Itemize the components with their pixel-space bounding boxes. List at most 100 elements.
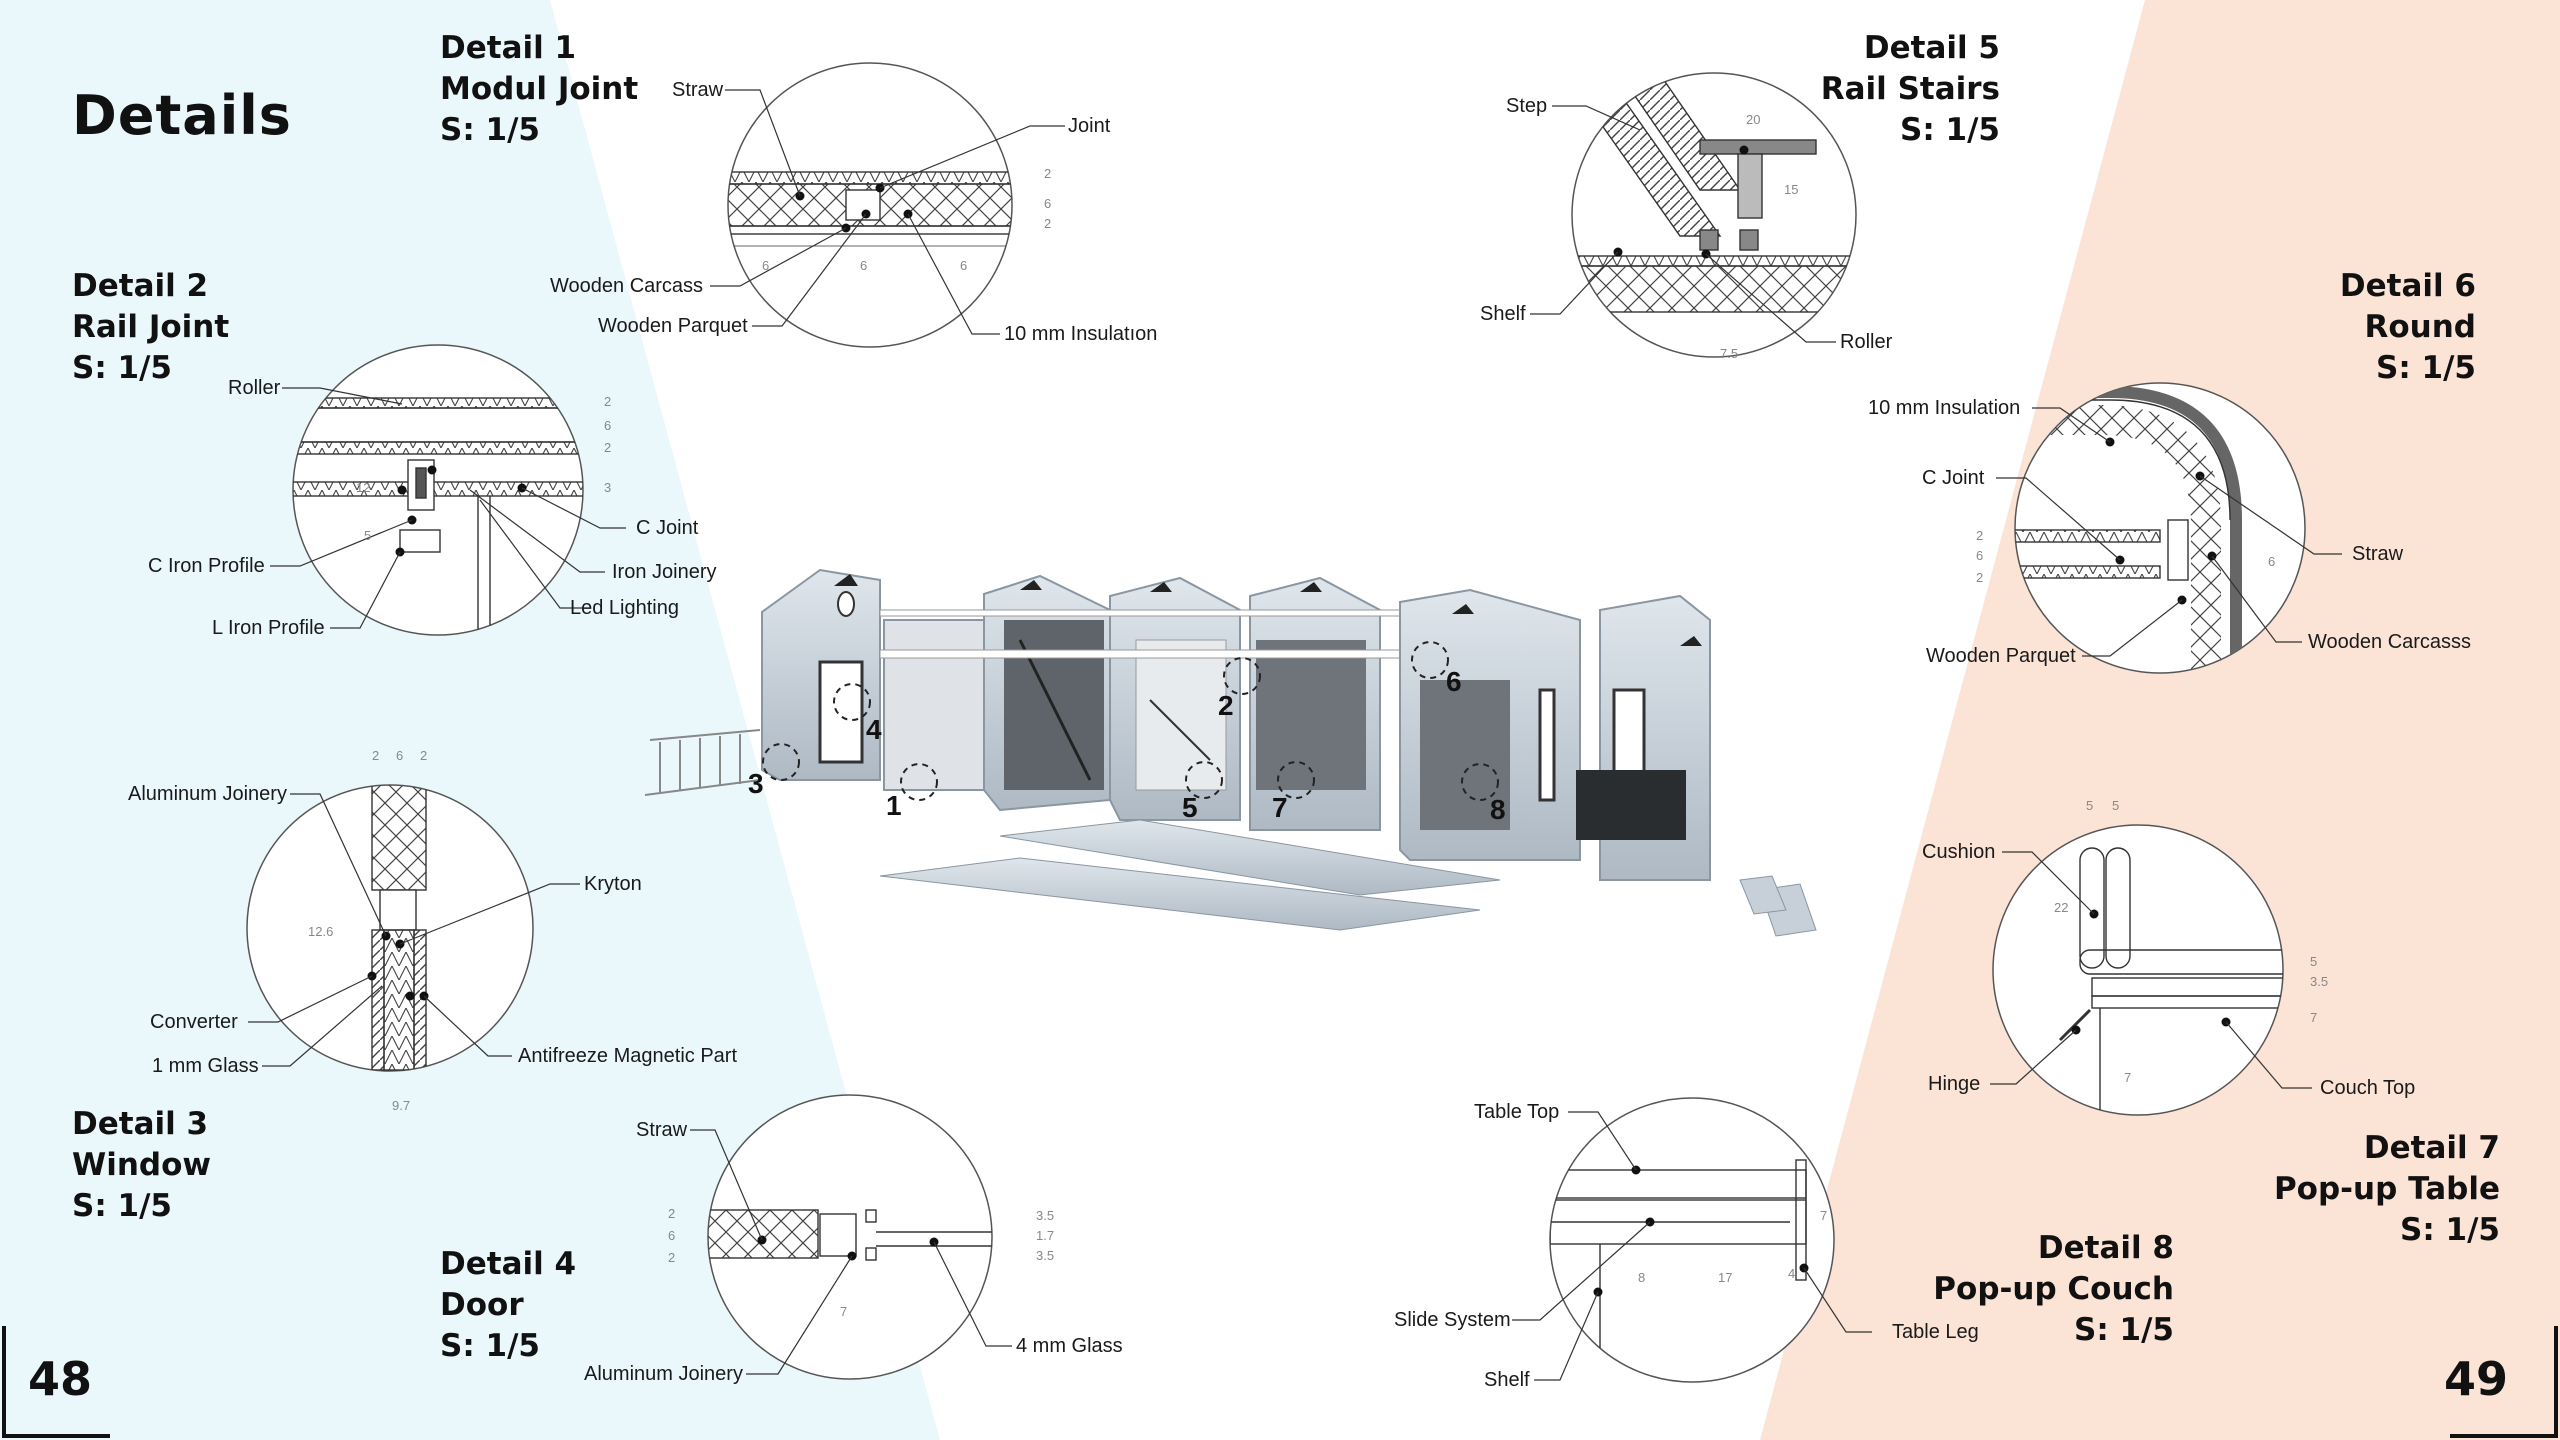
d6-dim-c: 2	[1976, 570, 1983, 585]
d3-dim-a: 2	[372, 748, 379, 763]
d6-dim-b: 6	[1976, 548, 1983, 563]
detail-3-scale: S: 1/5	[72, 1188, 172, 1224]
d4-label-aluminum-joinery: Aluminum Joinery	[584, 1363, 743, 1385]
callout-2: 2	[1218, 690, 1234, 721]
d7-dim-f: 7	[2310, 1010, 2317, 1025]
d5-label-shelf: Shelf	[1480, 303, 1526, 325]
callout-4: 4	[866, 714, 882, 745]
d2-label-roller: Roller	[228, 377, 281, 399]
detail-4-drawing	[690, 1094, 1012, 1380]
d7-label-hinge: Hinge	[1928, 1073, 1981, 1095]
d7-label-couch-top: Couch Top	[2320, 1077, 2416, 1099]
detail-6-name: Detail 6	[2339, 268, 2476, 304]
detail-3-title: Window	[72, 1147, 212, 1183]
detail-4-scale: S: 1/5	[440, 1328, 540, 1364]
d8-label-shelf: Shelf	[1484, 1369, 1530, 1391]
detail-1-title-block: Detail 1 Modul Joint S: 1/5	[440, 28, 638, 151]
page-title: Details	[72, 84, 292, 147]
detail-1-dims: 6 6 6 2 6 2	[762, 166, 1051, 273]
detail-1-title: Modul Joint	[440, 71, 639, 107]
detail-7-drawing	[1990, 824, 2312, 1116]
detail-8-drawing	[1512, 1097, 1872, 1383]
d2-dim-d: 3	[604, 480, 611, 495]
d3-label-aluminum-joinery: Aluminum Joinery	[128, 783, 287, 805]
detail-4-title: Door	[440, 1287, 524, 1323]
detail-6-drawing	[1996, 382, 2342, 674]
detail-8-scale: S: 1/5	[2074, 1312, 2174, 1348]
module-model	[644, 568, 1817, 937]
detail-6-title: Round	[2364, 309, 2477, 345]
d1-dim-f: 2	[1044, 216, 1051, 231]
d8-label-table-leg: Table Leg	[1892, 1321, 1979, 1343]
d8-label-slide-system: Slide System	[1394, 1309, 1511, 1331]
d4-dim-d: 7	[840, 1304, 847, 1319]
detail-2-dims: 2 6 2 3 12 5	[356, 394, 611, 543]
d7-label-cushion: Cushion	[1922, 841, 1996, 863]
page-number-left: 48	[28, 1352, 93, 1406]
detail-5-title: Rail Stairs	[1820, 71, 2000, 107]
d8-dim-c: 4	[1788, 1266, 1795, 1281]
d4-dim-e: 3.5	[1036, 1208, 1054, 1223]
d4-dim-c: 2	[668, 1250, 675, 1265]
left-blue-band	[0, 0, 940, 1440]
d6-label-insulation: 10 mm Insulation	[1868, 397, 2021, 419]
d1-label-insulation: 10 mm Insulatıon	[1004, 323, 1158, 345]
d6-label-straw: Straw	[2352, 543, 2404, 565]
porch-rail	[644, 729, 761, 796]
detail-4-name: Detail 4	[440, 1246, 577, 1282]
detail-7-dims: 5 5 22 5 3.5 7 7	[2054, 798, 2328, 1085]
d8-dim-d: 7	[1820, 1208, 1827, 1223]
page-number-right: 49	[2444, 1352, 2509, 1406]
d1-dim-b: 6	[860, 258, 867, 273]
d1-dim-d: 2	[1044, 166, 1051, 181]
d4-dim-a: 2	[668, 1206, 675, 1221]
detail-6-scale: S: 1/5	[2376, 350, 2476, 386]
d5-dim-a: 20	[1746, 112, 1760, 127]
d1-label-wooden-carcass: Wooden Carcass	[550, 275, 704, 297]
detail-6-dims: 2 6 2 6	[1976, 528, 2275, 585]
detail-8-title-block: Detail 8 Pop-up Couch S: 1/5	[1933, 1228, 2174, 1351]
d7-dim-d: 5	[2310, 954, 2317, 969]
d2-dim-a: 2	[604, 394, 611, 409]
detail-2-title: Rail Joint	[72, 309, 230, 345]
d3-dim-e: 9.7	[392, 1098, 410, 1113]
detail-7-title-block: Detail 7 Pop-up Table S: 1/5	[2274, 1128, 2500, 1251]
d7-dim-c: 22	[2054, 900, 2068, 915]
callout-8: 8	[1490, 794, 1506, 825]
detail-3-name: Detail 3	[72, 1106, 209, 1142]
detail-3-drawing	[246, 784, 580, 1072]
detail-7-scale: S: 1/5	[2400, 1212, 2500, 1248]
d4-label-straw: Straw	[636, 1119, 688, 1141]
d2-label-c-joint: C Joint	[636, 517, 699, 539]
callout-3: 3	[748, 768, 764, 799]
d6-dim-a: 2	[1976, 528, 1983, 543]
callout-5: 5	[1182, 792, 1198, 823]
d6-dim-d: 6	[2268, 554, 2275, 569]
d4-label-glass: 4 mm Glass	[1016, 1335, 1123, 1357]
right-peach-band	[1760, 0, 2560, 1440]
detail-2-title-block: Detail 2 Rail Joint S: 1/5	[72, 266, 229, 389]
d7-dim-a: 5	[2086, 798, 2093, 813]
d2-dim-e: 12	[356, 480, 370, 495]
d8-dim-b: 17	[1718, 1270, 1732, 1285]
d4-dim-f: 1.7	[1036, 1228, 1054, 1243]
detail-3-dims: 2 6 2 12.6 9.7	[308, 748, 427, 1113]
d3-dim-b: 6	[396, 748, 403, 763]
detail-4-title-block: Detail 4 Door S: 1/5	[440, 1244, 576, 1367]
d3-label-antifreeze: Antifreeze Magnetic Part	[518, 1045, 737, 1067]
detail-7-title: Pop-up Table	[2273, 1171, 2500, 1207]
detail-5-title-block: Detail 5 Rail Stairs S: 1/5	[1821, 28, 2000, 151]
detail-8-name: Detail 8	[2037, 1230, 2174, 1266]
d3-label-glass: 1 mm Glass	[152, 1055, 259, 1077]
d1-label-joint: Joint	[1068, 115, 1111, 137]
d4-dim-g: 3.5	[1036, 1248, 1054, 1263]
d7-dim-g: 7	[2124, 1070, 2131, 1085]
detail-1-scale: S: 1/5	[440, 112, 540, 148]
d2-label-led-lighting: Led Lighting	[570, 597, 679, 619]
d3-label-converter: Converter	[150, 1011, 238, 1033]
detail-7-name: Detail 7	[2363, 1130, 2500, 1166]
d1-dim-c: 6	[960, 258, 967, 273]
